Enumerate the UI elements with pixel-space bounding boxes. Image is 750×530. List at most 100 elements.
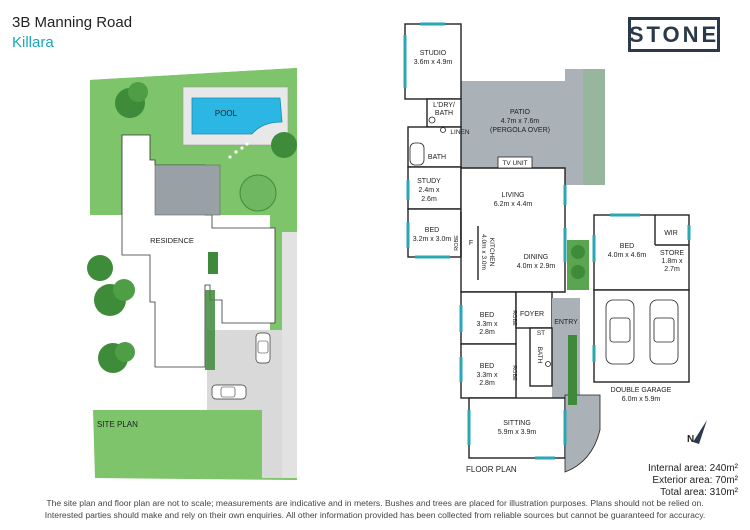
- tree-pool: [271, 132, 297, 158]
- robe-label-south: ROBE: [511, 365, 517, 381]
- stone-logo: STONE: [628, 17, 720, 52]
- garage-label: DOUBLE GARAGE: [611, 387, 672, 394]
- hedge-side: [208, 252, 218, 274]
- bed-west-label: BED: [425, 227, 439, 234]
- exterior-area: Exterior area: 70m²: [652, 475, 738, 486]
- internal-area: Internal area: 240m²: [647, 463, 738, 474]
- living-label: LIVING: [502, 192, 525, 199]
- garage-car-left: [605, 299, 635, 365]
- property-address: 3B Manning Road: [12, 14, 133, 31]
- wir-label: WIR: [664, 230, 678, 237]
- st-label: ST: [537, 330, 545, 337]
- living-size: 6.2m x 4.4m: [494, 201, 533, 208]
- basin-lower: [545, 361, 551, 367]
- floor-plan: [403, 22, 691, 473]
- bed-south-size-1: 3.3m x: [476, 372, 498, 379]
- study-size-1: 2.4m x: [418, 187, 440, 194]
- driveway-strip: [282, 232, 297, 478]
- living-dining-area: [460, 167, 566, 293]
- kitchen-label: KITCHEN: [488, 238, 495, 267]
- bed-south-label: BED: [480, 363, 494, 370]
- bath-upper-room: [407, 126, 462, 168]
- disclaimer: The site plan and floor plan are not to …: [14, 497, 736, 521]
- hedge-front: [205, 290, 215, 370]
- store-label: STORE: [660, 250, 684, 257]
- north-arrow-icon: N: [687, 420, 707, 445]
- windows: [403, 22, 691, 460]
- garage-size: 6.0m x 5.9m: [622, 396, 661, 403]
- bed-south-room: [460, 343, 517, 399]
- residence-label: RESIDENCE: [150, 236, 194, 245]
- bathtub: [409, 142, 425, 166]
- laundry-label-2: BATH: [435, 110, 453, 117]
- sitting-label: SITTING: [503, 420, 531, 427]
- site-plan-caption: SITE PLAN: [97, 420, 138, 429]
- patio-roof: [154, 164, 221, 216]
- toilet-upper: [428, 116, 436, 124]
- driveway: [207, 232, 297, 478]
- bed-master-size: 4.0m x 4.6m: [608, 252, 647, 259]
- bed-south-size-2: 2.8m: [479, 380, 495, 387]
- robe-label-west: ROBE: [454, 235, 460, 251]
- pool: [191, 97, 283, 135]
- tree-west-1: [87, 255, 113, 281]
- study-label: STUDY: [417, 178, 441, 185]
- study-size-2: 2.6m: [421, 196, 437, 203]
- terrace-curve: [564, 394, 601, 473]
- dining-size: 4.0m x 2.9m: [517, 263, 556, 270]
- sitting-room: [468, 397, 566, 459]
- patio-note: (PERGOLA OVER): [490, 127, 550, 134]
- studio-size: 3.6m x 4.9m: [414, 59, 453, 66]
- bed-master-label: BED: [620, 243, 634, 250]
- disclaimer-line-1: The site plan and floor plan are not to …: [46, 498, 704, 508]
- patio-size: 4.7m x 7.6m: [501, 118, 540, 125]
- total-area: Total area: 310m²: [660, 487, 738, 498]
- pool-label: POOL: [215, 109, 238, 118]
- foyer-label: FOYER: [520, 311, 544, 318]
- site-plan: POOL RESIDENCE SITE PLAN: [87, 68, 297, 480]
- dining-label: DINING: [524, 254, 549, 261]
- laundry-room: [426, 98, 462, 128]
- tree-west-3: [98, 342, 135, 373]
- robe-label-mid: ROBE: [511, 310, 517, 326]
- studio-label: STUDIO: [420, 50, 447, 57]
- store-size-2: 2.7m: [664, 266, 680, 273]
- north-label: N: [687, 434, 694, 445]
- laundry-label-1: L'DRY/: [433, 102, 455, 109]
- kitchen-size: 4.0m x 3.0m: [480, 234, 487, 270]
- area-summary: Internal area: 240m² Exterior area: 70m²…: [580, 463, 738, 499]
- floor-plan-labels: STUDIO 3.6m x 4.9m L'DRY/ BATH PATIO 4.7…: [413, 50, 685, 436]
- property-suburb: Killara: [12, 34, 54, 51]
- basin-upper: [440, 127, 446, 133]
- tv-unit-label: TV UNIT: [502, 160, 527, 167]
- bed-master-room: [593, 214, 690, 291]
- floor-plan-caption: FLOOR PLAN: [466, 465, 517, 474]
- bed-west-size: 3.2m x 3.0m: [413, 236, 452, 243]
- bed-mid-label: BED: [480, 312, 494, 319]
- tree-east: [239, 174, 277, 212]
- stepping-stones: [228, 142, 249, 159]
- fridge-label: F: [469, 240, 473, 247]
- disclaimer-line-2: Interested parties should make and rely …: [44, 510, 706, 520]
- tree-northwest: [115, 82, 148, 118]
- planter-entry: [568, 335, 577, 405]
- bed-mid-size-1: 3.3m x: [476, 321, 498, 328]
- patio-pergola: [460, 81, 565, 168]
- garage-car-right: [649, 299, 679, 365]
- foyer-area: [515, 291, 553, 329]
- bed-mid-room: [460, 291, 517, 345]
- bed-mid-size-2: 2.8m: [479, 329, 495, 336]
- bath-lower-room: [529, 327, 553, 387]
- car-parked: [211, 384, 247, 400]
- sitting-size: 5.9m x 3.9m: [498, 429, 537, 436]
- bath-upper-label: BATH: [428, 154, 446, 161]
- bath-lower-label: BATH: [536, 347, 543, 364]
- entry-label: ENTRY: [554, 319, 578, 326]
- store-size-1: 1.8m x: [661, 258, 683, 265]
- tree-west-2: [94, 279, 135, 316]
- deck-strip: [583, 69, 605, 185]
- tv-unit: [497, 156, 533, 169]
- planters: [567, 240, 589, 405]
- patio-label: PATIO: [510, 109, 531, 116]
